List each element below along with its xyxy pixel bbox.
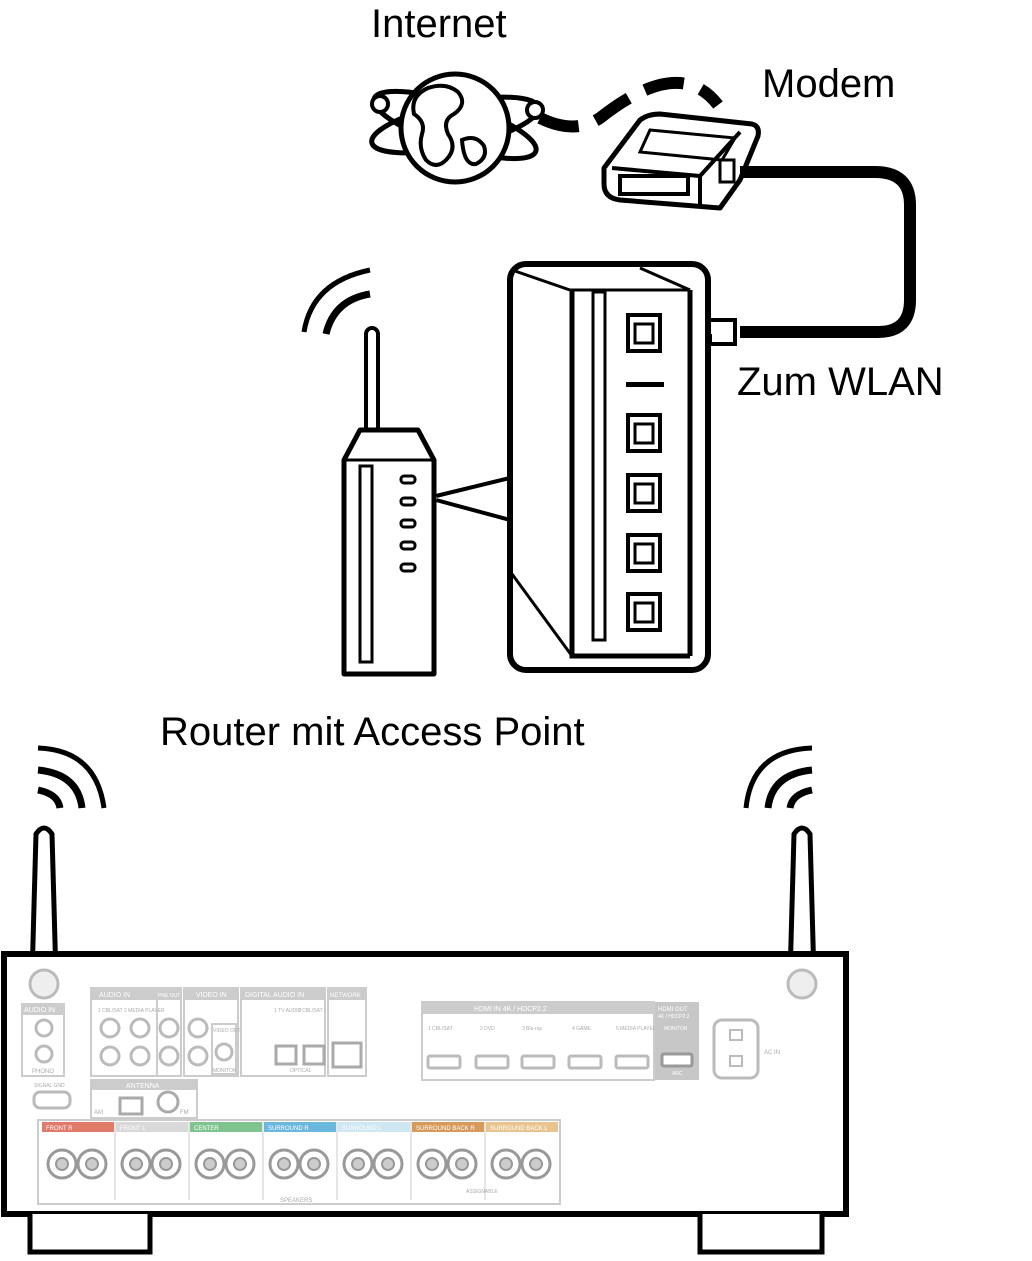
- speaker-section: FRONT R FRONT L CENTER SURROUND R SURROUND L…: [42, 1122, 558, 1200]
- svg-text:2 DVD: 2 DVD: [480, 1026, 495, 1032]
- speaker-label: SURROUND BACK R: [416, 1126, 475, 1132]
- svg-text:DIGITAL AUDIO IN: DIGITAL AUDIO IN: [245, 992, 304, 999]
- speaker-terminal-core: [455, 1157, 469, 1171]
- svg-text:AUDIO IN: AUDIO IN: [99, 992, 130, 999]
- svg-text:HDMI IN 4K / HDCP2.2: HDMI IN 4K / HDCP2.2: [474, 1006, 547, 1013]
- svg-text:PHONO: PHONO: [32, 1069, 54, 1075]
- speaker-label: SURROUND R: [268, 1126, 309, 1132]
- modem-label: Modem: [762, 62, 896, 106]
- speaker-terminal-core: [85, 1157, 99, 1171]
- speaker-header: [116, 1122, 188, 1132]
- svg-text:1 TV AUDIO: 1 TV AUDIO: [274, 1008, 302, 1014]
- svg-text:AM: AM: [94, 1110, 103, 1116]
- speaker-label: CENTER: [194, 1126, 219, 1132]
- router-icon: [301, 261, 711, 677]
- speaker-terminal-core: [277, 1157, 291, 1171]
- speaker-header: [190, 1122, 262, 1132]
- svg-text:NETWORK: NETWORK: [330, 993, 361, 999]
- svg-text:SIGNAL GND: SIGNAL GND: [34, 1083, 65, 1089]
- svg-text:OPTICAL: OPTICAL: [290, 1068, 312, 1074]
- speaker-terminal-core: [529, 1157, 543, 1171]
- svg-text:VIDEO IN: VIDEO IN: [196, 992, 227, 999]
- speaker-terminal-core: [425, 1157, 439, 1171]
- svg-text:HDMI OUT: HDMI OUT: [658, 1007, 688, 1013]
- speaker-terminal-core: [381, 1157, 395, 1171]
- speaker-header: [412, 1122, 484, 1132]
- speaker-terminal-core: [129, 1157, 143, 1171]
- svg-text:4K / HDCP2.2: 4K / HDCP2.2: [658, 1014, 690, 1020]
- to-wlan-label: Zum WLAN: [737, 360, 944, 404]
- svg-text:ARC: ARC: [672, 1071, 683, 1077]
- speaker-header: [264, 1122, 336, 1132]
- speaker-label: FRONT L: [120, 1126, 146, 1132]
- svg-text:AUDIO IN: AUDIO IN: [24, 1007, 55, 1014]
- svg-text:FM: FM: [180, 1110, 189, 1116]
- internet-link: [537, 76, 723, 133]
- speaker-label: SURROUND L: [342, 1126, 382, 1132]
- ethernet-cable: [740, 166, 916, 338]
- svg-text:1 CBL/SAT: 1 CBL/SAT: [428, 1026, 453, 1032]
- svg-text:AC IN: AC IN: [764, 1050, 780, 1056]
- speaker-terminal-core: [233, 1157, 247, 1171]
- speaker-terminal-core: [307, 1157, 321, 1171]
- speaker-header: [42, 1122, 114, 1132]
- speaker-header: [486, 1122, 558, 1132]
- speaker-terminal-core: [203, 1157, 217, 1171]
- speaker-terminal-core: [499, 1157, 513, 1171]
- svg-text:ANTENNA: ANTENNA: [126, 1083, 160, 1090]
- svg-text:3 Blu-ray: 3 Blu-ray: [522, 1026, 543, 1032]
- svg-text:MONITOR: MONITOR: [664, 1026, 688, 1032]
- svg-text:5 MEDIA PLAYER: 5 MEDIA PLAYER: [616, 1026, 657, 1032]
- speaker-header: [338, 1122, 410, 1132]
- internet-label: Internet: [371, 2, 507, 46]
- svg-text:SPEAKERS: SPEAKERS: [280, 1198, 312, 1204]
- modem-icon: [601, 111, 761, 211]
- speaker-terminal-core: [159, 1157, 173, 1171]
- svg-text:4 GAME: 4 GAME: [572, 1026, 592, 1032]
- av-receiver: AUDIO IN PHONO SIGNAL GND AUDIO IN 1 CBL…: [1, 745, 849, 1255]
- svg-text:PRE OUT: PRE OUT: [158, 993, 180, 999]
- svg-text:2 MEDIA PLAYER: 2 MEDIA PLAYER: [124, 1008, 165, 1014]
- svg-text:1 CBL/SAT: 1 CBL/SAT: [98, 1008, 123, 1014]
- svg-text:2 CBL/SAT: 2 CBL/SAT: [298, 1008, 323, 1014]
- globe-icon: [369, 71, 545, 185]
- router-label: Router mit Access Point: [160, 710, 585, 754]
- speaker-terminal-core: [55, 1157, 69, 1171]
- speaker-label: SURROUND BACK L: [490, 1126, 548, 1132]
- speaker-terminal-core: [351, 1157, 365, 1171]
- svg-text:MONITOR: MONITOR: [213, 1068, 237, 1074]
- svg-text:ASSIGNABLE: ASSIGNABLE: [466, 1189, 498, 1195]
- svg-text:VIDEO OUT: VIDEO OUT: [213, 1028, 241, 1034]
- speaker-label: FRONT R: [46, 1126, 73, 1132]
